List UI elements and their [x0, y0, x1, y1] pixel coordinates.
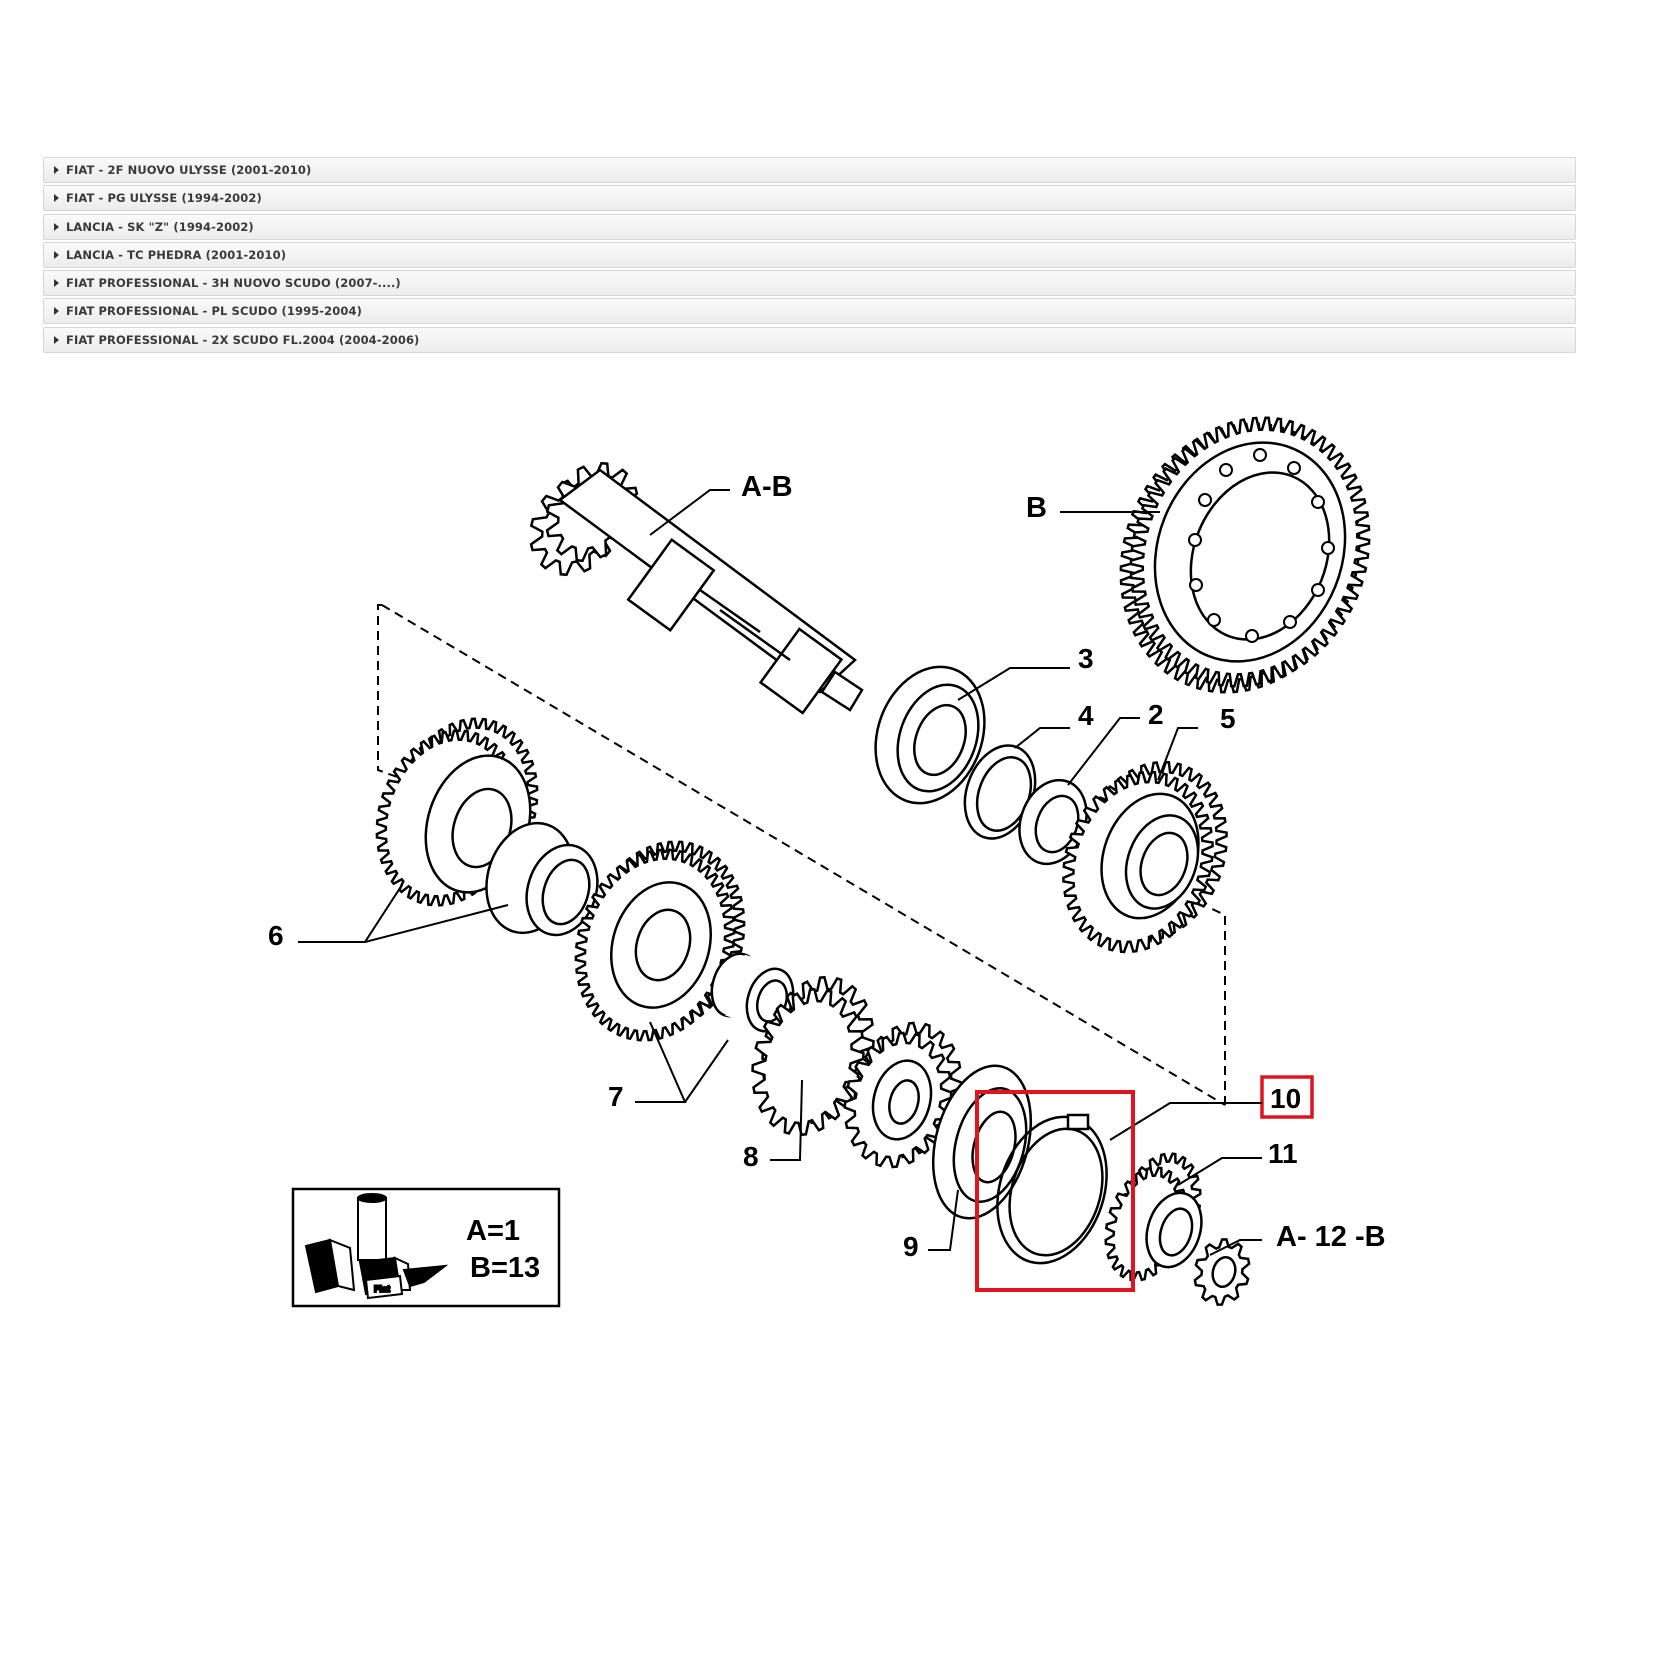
callout-4: 4	[1078, 700, 1094, 731]
vehicle-label: FIAT - 2F NUOVO ULYSSE (2001-2010)	[66, 163, 312, 177]
dashed-assembly-lines	[377, 604, 1226, 1106]
vehicle-row[interactable]: FIAT - 2F NUOVO ULYSSE (2001-2010)	[43, 157, 1576, 183]
vehicle-application-list: FIAT - 2F NUOVO ULYSSE (2001-2010) FIAT …	[43, 157, 1576, 355]
bearing-3	[874, 665, 986, 805]
part-10-callout[interactable]: 10	[1260, 1075, 1314, 1119]
gear-11	[1104, 1152, 1203, 1282]
expand-arrow-icon	[54, 166, 59, 174]
expand-arrow-icon	[54, 194, 59, 203]
expand-arrow-icon	[54, 335, 59, 344]
vehicle-label: LANCIA - TC PHEDRA (2001-2010)	[66, 247, 287, 262]
legend-b: B=13	[470, 1252, 540, 1284]
legend-box: Fiat A=1 B=13	[291, 1187, 561, 1308]
vehicle-label: FIAT PROFESSIONAL - 3H NUOVO SCUDO (2007…	[66, 276, 401, 291]
main-shaft	[529, 461, 864, 715]
expand-arrow-icon	[54, 250, 59, 259]
callout-b: B	[1026, 492, 1047, 524]
expand-arrow-icon	[54, 279, 59, 288]
logo-text: Fiat	[374, 1284, 390, 1294]
callout-5: 5	[1220, 703, 1236, 734]
sleeve-6	[485, 821, 599, 937]
vehicle-row[interactable]: FIAT PROFESSIONAL - 3H NUOVO SCUDO (2007…	[43, 270, 1576, 297]
vehicle-label: LANCIA - SK "Z" (1994-2002)	[66, 219, 254, 234]
snap-ring-10	[996, 1113, 1108, 1265]
callout-6: 6	[268, 920, 284, 951]
vehicle-label: FIAT PROFESSIONAL - PL SCUDO (1995-2004)	[66, 304, 362, 319]
vehicle-row[interactable]: LANCIA - TC PHEDRA (2001-2010)	[43, 241, 1576, 268]
expand-arrow-icon	[54, 222, 59, 231]
fiat-lubricant-icon: Fiat	[304, 1193, 449, 1300]
legend-a: A=1	[466, 1215, 520, 1247]
callout-11: 11	[1268, 1138, 1298, 1169]
callout-a12b: A- 12 -B	[1276, 1221, 1386, 1253]
vehicle-label: FIAT - PG ULYSSE (1994-2002)	[66, 191, 262, 206]
vehicle-row[interactable]: FIAT PROFESSIONAL - PL SCUDO (1995-2004)	[43, 298, 1576, 325]
callout-ab: A-B	[741, 471, 793, 503]
gear-5	[1062, 760, 1228, 954]
leader-lines	[298, 489, 1265, 1256]
vehicle-row[interactable]: FIAT PROFESSIONAL - 2X SCUDO FL.2004 (20…	[43, 326, 1576, 353]
part-10-callout-box	[1260, 1075, 1314, 1119]
callout-7: 7	[608, 1081, 624, 1112]
vehicle-label: FIAT PROFESSIONAL - 2X SCUDO FL.2004 (20…	[66, 332, 420, 347]
callout-8: 8	[743, 1141, 759, 1172]
vehicle-row[interactable]: LANCIA - SK "Z" (1994-2002)	[43, 213, 1576, 240]
callout-2: 2	[1148, 699, 1164, 730]
callout-3: 3	[1078, 643, 1094, 674]
vehicle-row[interactable]: FIAT - PG ULYSSE (1994-2002)	[43, 185, 1576, 212]
gear-7	[574, 840, 746, 1042]
part-10-highlight-box[interactable]	[975, 1090, 1135, 1292]
gear-8	[751, 975, 963, 1169]
crown-wheel-gear	[1119, 416, 1371, 694]
nut-12	[1193, 1238, 1251, 1306]
callout-9: 9	[903, 1231, 919, 1262]
callout-10: 10	[1270, 1083, 1301, 1114]
expand-arrow-icon	[54, 307, 59, 316]
